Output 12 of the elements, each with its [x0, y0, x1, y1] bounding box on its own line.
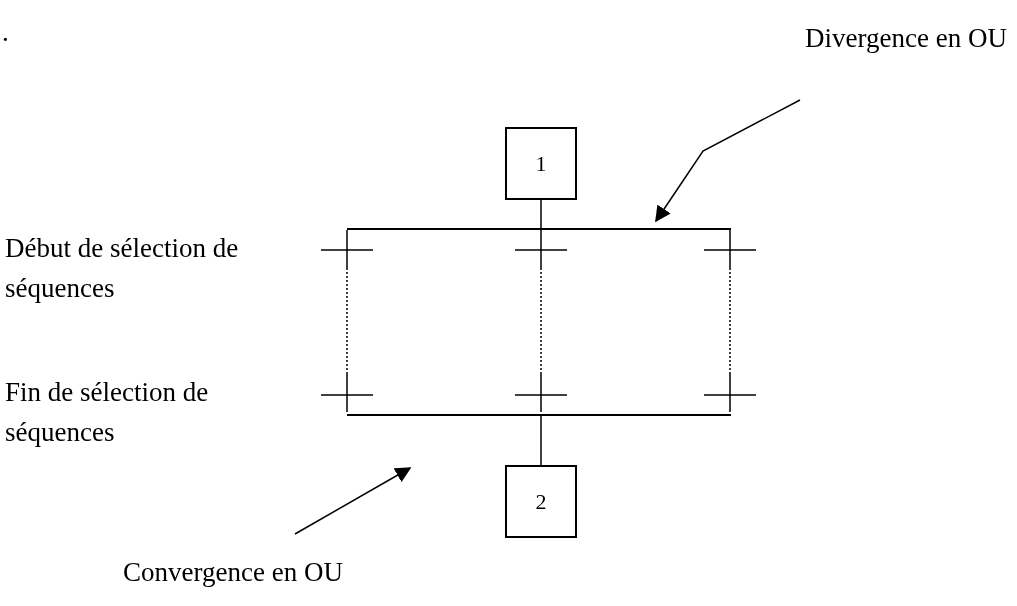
leader-arrow	[294, 467, 412, 535]
connector-line	[540, 415, 542, 466]
connector-line	[540, 229, 542, 415]
dot-mark: .	[2, 16, 9, 49]
connector-line	[540, 199, 542, 229]
leader-arrow	[655, 99, 801, 223]
connector-line	[346, 229, 348, 415]
connector-line	[729, 229, 731, 415]
annotation-text: Fin de sélection de séquences	[5, 376, 210, 449]
annotation-text: Début de sélection de séquences	[5, 232, 240, 305]
step-box: 2	[505, 465, 577, 538]
step-box: 1	[505, 127, 577, 200]
